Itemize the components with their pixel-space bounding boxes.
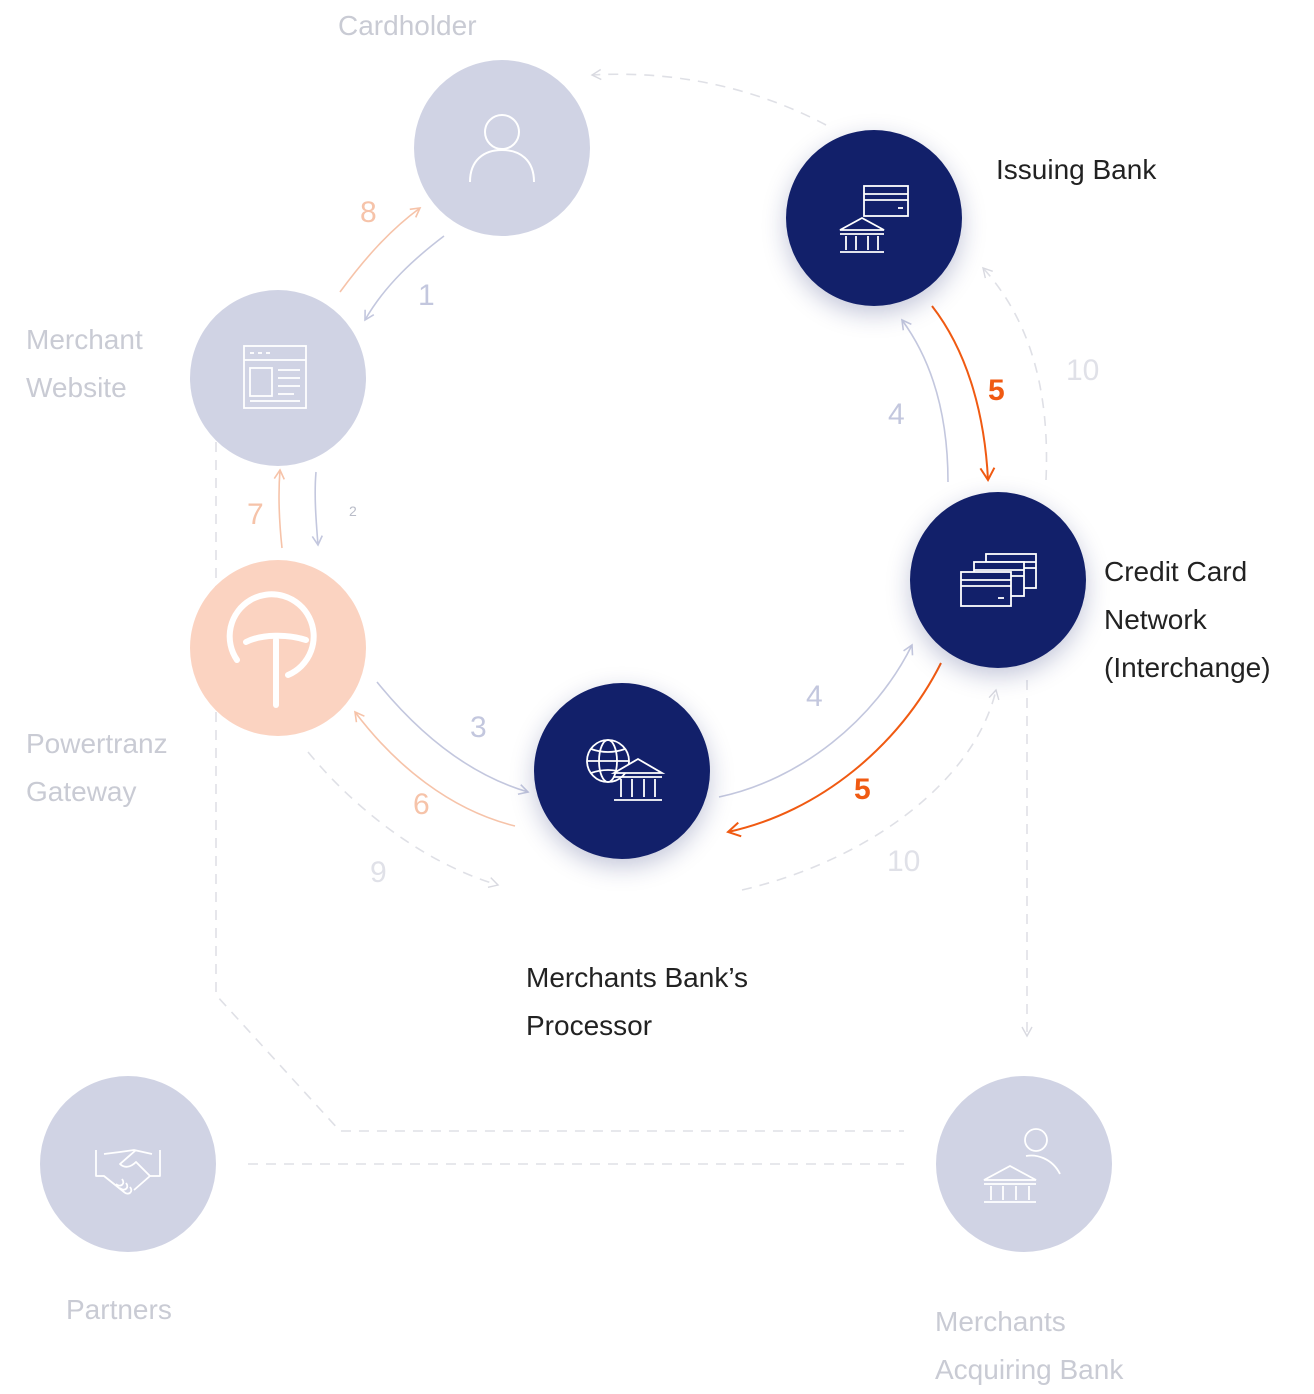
credit-card-network-label: Credit Card Network (Interchange) <box>1104 556 1271 683</box>
arrow-step-2 <box>311 471 323 547</box>
issuing-bank-label: Issuing Bank <box>996 154 1157 185</box>
dashed-step-9-gateway-to-processor <box>307 751 500 888</box>
cardholder-label: Cardholder <box>338 10 477 41</box>
step-4-processor-label: 4 <box>806 680 823 713</box>
web-page-icon <box>243 345 307 409</box>
arrow-step-4-network-to-issuing <box>901 318 949 483</box>
merchant-website-label: Merchant Website <box>26 324 143 403</box>
arrow-step-4-processor-to-network <box>718 643 914 798</box>
arrow-step-6 <box>354 710 516 827</box>
step-4-issuing-label: 4 <box>888 398 905 431</box>
user-icon <box>469 114 535 183</box>
step-6-label: 6 <box>413 788 430 821</box>
step-5-issuing-label: 5 <box>988 374 1005 407</box>
step-2-label: 2 <box>349 503 357 519</box>
handshake-icon <box>95 1149 161 1195</box>
dashed-step-10-processor-to-network <box>741 688 1000 891</box>
dashed-issuing-to-cardholder <box>590 68 827 126</box>
merchant-website-node <box>190 290 366 466</box>
arrow-step-3 <box>376 681 530 796</box>
step-7-label: 7 <box>247 498 264 531</box>
arrow-step-8 <box>339 207 422 293</box>
issuing-bank-node <box>786 130 962 306</box>
partners-label: Partners <box>66 1294 172 1325</box>
merchants-acquiring-bank-node <box>936 1076 1112 1252</box>
step-9-label: 9 <box>370 856 387 889</box>
dashed-step-10-network-to-issuing <box>982 266 1048 481</box>
arrow-step-5-issuing-to-network <box>931 305 996 482</box>
powertranz-gateway-label: Powertranz Gateway <box>26 728 168 807</box>
merchants-bank-processor-node <box>534 683 710 859</box>
arrow-step-1 <box>364 235 445 322</box>
step-10-processor-label: 10 <box>887 845 921 878</box>
step-1-label: 1 <box>418 279 435 312</box>
bank-card-icon <box>839 185 909 253</box>
powertranz-gateway-node <box>190 560 366 736</box>
arrow-step-5-network-to-processor <box>726 662 942 838</box>
step-3-label: 3 <box>470 711 487 744</box>
partners-node <box>40 1076 216 1252</box>
stacked-cards-icon <box>960 553 1037 607</box>
dashed-website-to-acquiring <box>215 442 904 1132</box>
step-10-issuing-label: 10 <box>1066 354 1100 387</box>
merchants-acquiring-bank-label: Merchants Acquiring Bank <box>935 1306 1124 1385</box>
cardholder-node <box>414 60 590 236</box>
step-8-label: 8 <box>360 196 377 229</box>
arrow-step-7 <box>273 468 285 549</box>
step-5-processor-label: 5 <box>854 773 871 806</box>
merchants-bank-processor-label: Merchants Bank’s Processor <box>526 962 749 1041</box>
bank-person-icon <box>983 1128 1061 1203</box>
credit-card-network-node <box>910 492 1086 668</box>
powertranz-logo-icon <box>226 591 317 708</box>
globe-bank-icon <box>586 739 666 801</box>
